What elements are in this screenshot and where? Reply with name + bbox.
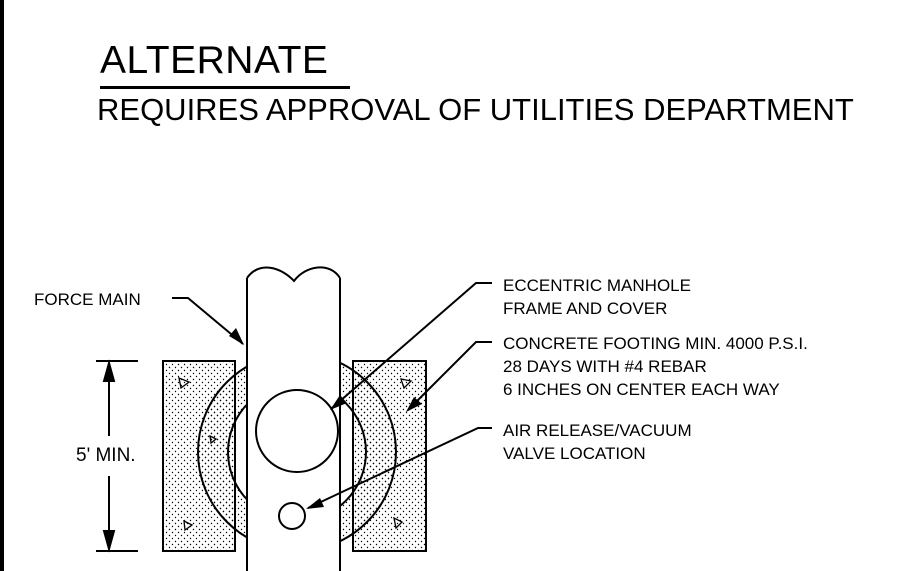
label-footing-line1: CONCRETE FOOTING MIN. 4000 P.S.I.	[503, 334, 808, 353]
leader-valve	[306, 427, 492, 509]
label-force-main: FORCE MAIN	[34, 290, 141, 309]
label-footing-line3: 6 INCHES ON CENTER EACH WAY	[503, 380, 780, 399]
label-valve-line2: VALVE LOCATION	[503, 444, 646, 463]
leader-footing	[406, 341, 492, 412]
label-footing-line2: 28 DAYS WITH #4 REBAR	[503, 357, 707, 376]
drawing-title: ALTERNATE	[100, 39, 329, 82]
label-manhole-line1: ECCENTRIC MANHOLE	[503, 276, 691, 295]
drawing-subtitle: REQUIRES APPROVAL OF UTILITIES DEPARTMEN…	[97, 92, 854, 127]
border-line	[0, 0, 4, 571]
title-underline	[100, 86, 350, 89]
air-release-valve	[278, 502, 306, 530]
dimension-line	[96, 359, 138, 553]
label-manhole-line2: FRAME AND COVER	[503, 299, 668, 318]
dimension-label: 5' MIN.	[76, 445, 136, 466]
leader-manhole	[330, 282, 492, 410]
leader-force-main	[172, 297, 244, 345]
manhole-cover	[255, 389, 339, 473]
label-valve-line1: AIR RELEASE/VACUUM	[503, 421, 692, 440]
